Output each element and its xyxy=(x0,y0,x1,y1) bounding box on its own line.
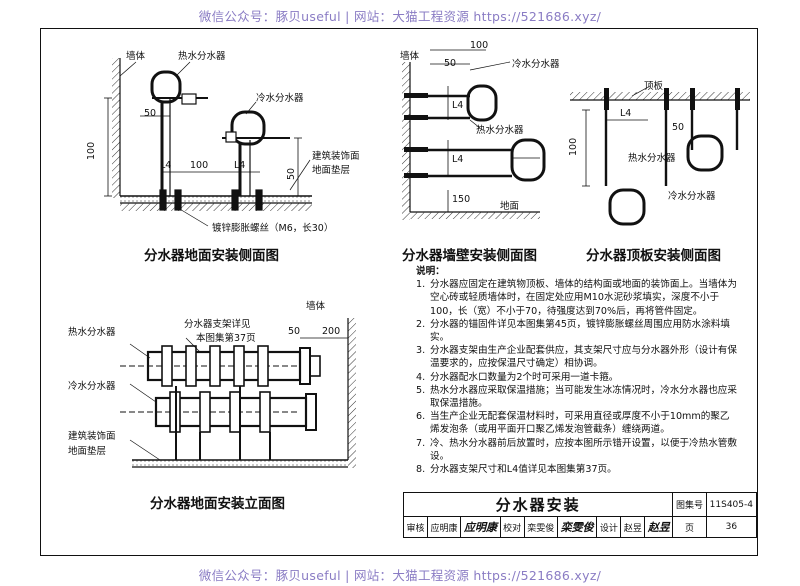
design-label: 设计 xyxy=(596,516,622,538)
fig1-caption: 分水器地面安装侧面图 xyxy=(144,248,279,264)
atlas-number: 11S405-4 xyxy=(705,492,758,517)
fig4-floor-elevation xyxy=(120,318,356,468)
check-label: 校对 xyxy=(499,516,525,538)
fig2-dim-100: 100 xyxy=(470,40,489,51)
fig1-cold-label: 冷水分水器 xyxy=(256,93,304,104)
fig2-dim-150: 150 xyxy=(452,194,471,205)
fig4-hot-manifold xyxy=(120,345,321,387)
note-item: 4.分水器配水口数量为2个时可采用一道卡箍。 xyxy=(416,371,619,383)
fig4-cold-manifold xyxy=(120,391,317,433)
fig1-dim-l4b: L4 xyxy=(234,160,246,171)
reviewer-signature: 应明康 xyxy=(460,516,501,538)
designer-signature: 赵昱 xyxy=(644,516,674,538)
page-number: 36 xyxy=(705,516,758,538)
fig1-dim-50: 50 xyxy=(144,108,157,119)
reviewer-name: 应明康 xyxy=(426,516,462,538)
note-item: 2.分水器的锚固件详见本图集第45页，镀锌膨胀螺丝周围应用防水涂料填实。 xyxy=(416,318,731,344)
fig1-dim-50b: 50 xyxy=(286,167,297,180)
fig4-caption: 分水器地面安装立面图 xyxy=(150,496,285,512)
checker-name: 栾雯俊 xyxy=(523,516,558,538)
checker-signature: 栾雯俊 xyxy=(556,516,598,538)
note-item: 8.分水器支架尺寸和L4值详见本图集第37页。 xyxy=(416,464,617,476)
fig1-hot-divider xyxy=(150,70,208,196)
watermark-bottom: 微信公众号：豚贝useful | 网站：大猫工程资源 https://52168… xyxy=(198,568,602,583)
drawing-sheet xyxy=(40,28,758,556)
fig1-dim-100v: 100 xyxy=(86,141,97,160)
fig4-bracket-label1: 分水器支架详见 xyxy=(184,319,251,330)
fig1-wall-label: 墙体 xyxy=(126,51,146,62)
fig4-wall-label: 墙体 xyxy=(306,301,326,312)
fig2-dim-50: 50 xyxy=(444,58,457,69)
fig2-wall-label: 墙体 xyxy=(400,51,420,62)
fig1-wall xyxy=(112,58,120,198)
notes-heading: 说明： xyxy=(416,266,445,277)
fig4-dim-200: 200 xyxy=(322,326,341,337)
fig4-hot-label: 热水分水器 xyxy=(68,327,116,338)
note-item: 6.当生产企业无配套保温材料时，可采用直径或厚度不小于10mm的聚乙烯发泡条（或… xyxy=(416,411,730,436)
fig3-dim-100: 100 xyxy=(568,137,579,156)
title-block: 分水器安装 图集号 11S405-4 审核 应明康 应明康 校对 栾雯俊 栾雯俊… xyxy=(402,492,758,538)
note-item: 5.热水分水器应采取保温措施；当可能发生冰冻情况时，冷水分水器也应采取保温措施。 xyxy=(416,384,737,410)
review-label: 审核 xyxy=(403,516,428,538)
fig2-caption: 分水器墙壁安装侧面图 xyxy=(402,248,537,264)
fig3-cold-label: 冷水分水器 xyxy=(668,191,716,202)
fig1-dim-l4: L4 xyxy=(160,160,172,171)
watermark-top: 微信公众号：豚贝useful | 网站：大猫工程资源 https://52168… xyxy=(198,9,602,24)
fig2-dim-l4b: L4 xyxy=(452,154,464,165)
fig3-caption: 分水器顶板安装侧面图 xyxy=(586,248,721,264)
fig1-floor-side-view xyxy=(104,58,312,227)
fig1-floor-layer xyxy=(120,196,312,203)
fig4-bracket-label2: 本图集第37页 xyxy=(196,333,256,344)
fig1-hot-label: 热水分水器 xyxy=(178,51,226,62)
fig4-dim-50: 50 xyxy=(288,326,301,337)
fig1-cold-divider xyxy=(222,110,290,196)
fig3-dim-l4: L4 xyxy=(620,108,632,119)
fig4-cold-label: 冷水分水器 xyxy=(68,381,116,392)
fig2-dim-l4a: L4 xyxy=(452,100,464,111)
fig2-floor-label: 地面 xyxy=(500,201,520,212)
fig3-ceiling-side-view xyxy=(570,85,750,226)
notes-block: 说明： 1.分水器应固定在建筑物顶板、墙体的结构面或地面的装饰面上。当墙体为空心… xyxy=(416,265,738,476)
drawing-title: 分水器安装 xyxy=(402,492,674,517)
atlas-label: 图集号 xyxy=(672,492,707,517)
fig1-finish-label: 建筑装饰面 xyxy=(312,151,360,162)
fig2-hot-label: 热水分水器 xyxy=(476,125,524,136)
page-label: 页 xyxy=(672,516,707,538)
fig1-dim-100: 100 xyxy=(190,160,209,171)
note-item: 7.冷、热水分水器前后放置时，应按本图所示错开设置，以便于冷热水管敷设。 xyxy=(416,437,737,462)
fig1-bolt-label: 镀锌膨胀螺丝（M6，长30） xyxy=(212,223,334,234)
designer-name: 赵昱 xyxy=(620,516,646,538)
fig3-hot-label: 热水分水器 xyxy=(628,153,676,164)
fig1-cushion-label: 地面垫层 xyxy=(312,165,351,176)
fig2-wall-side-view xyxy=(402,49,546,220)
note-item: 3.分水器支架由生产企业配套供应，其支架尺寸应与分水器外形（设计有保温要求的，应… xyxy=(416,345,737,370)
fig3-ceiling-label: 顶板 xyxy=(644,81,664,92)
fig3-dim-50: 50 xyxy=(672,122,685,133)
fig4-cushion-label: 地面垫层 xyxy=(68,446,107,457)
fig2-cold-label: 冷水分水器 xyxy=(512,59,560,70)
fig4-finish-label: 建筑装饰面 xyxy=(68,431,116,442)
note-item: 1.分水器应固定在建筑物顶板、墙体的结构面或地面的装饰面上。当墙体为空心砖或轻质… xyxy=(416,279,737,317)
